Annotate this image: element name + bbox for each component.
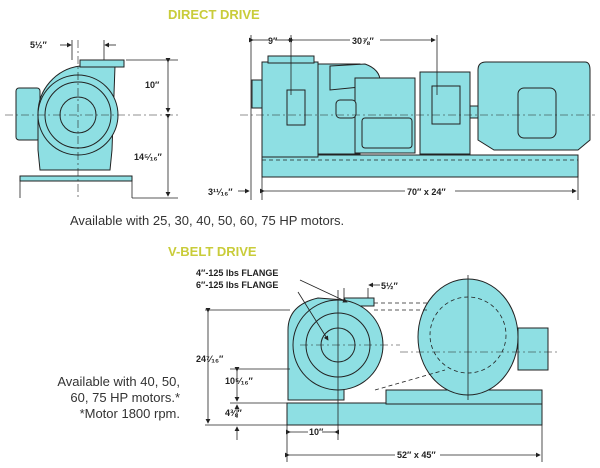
- dim-base-height: 4⅜″: [225, 408, 243, 418]
- vbelt-drive-view: [205, 275, 560, 462]
- dim-shaft-length: 30⅞″: [352, 36, 375, 46]
- dim-base-size: 70″ x 24″: [407, 187, 446, 197]
- dim-upper-height: 10″: [145, 80, 160, 90]
- vbelt-note-line2: 60, 75 HP motors.*: [70, 390, 180, 405]
- dim-discharge-offset-vbelt: 5½″: [381, 281, 399, 291]
- dim-base-offset: 3¹¹⁄₁₆″: [208, 187, 233, 197]
- direct-drive-note: Available with 25, 30, 40, 50, 60, 75 HP…: [70, 213, 344, 228]
- vbelt-note-line1: Available with 40, 50,: [57, 374, 180, 389]
- vbelt-note-line3: *Motor 1800 rpm.: [80, 406, 180, 421]
- dim-center-height: 10⁵⁄₁₆″: [225, 376, 254, 386]
- direct-drive-side-view: [238, 35, 595, 200]
- dim-total-height: 24⁷⁄₁₆″: [196, 354, 224, 364]
- dim-suction-length: 9″: [268, 36, 278, 46]
- dim-suction-offset: 10″: [309, 427, 324, 437]
- dim-discharge-offset: 5½″: [30, 40, 48, 50]
- flange-6-label: 6″-125 lbs FLANGE: [196, 280, 278, 290]
- dim-lower-height: 14⁵⁄₁₆″: [134, 152, 163, 162]
- vbelt-drive-title: V-BELT DRIVE: [168, 244, 257, 259]
- direct-drive-title: DIRECT DRIVE: [168, 7, 260, 22]
- direct-drive-end-view: [5, 40, 180, 200]
- dim-base-size-vbelt: 52″ x 45″: [397, 450, 436, 460]
- flange-4-label: 4″-125 lbs FLANGE: [196, 268, 278, 278]
